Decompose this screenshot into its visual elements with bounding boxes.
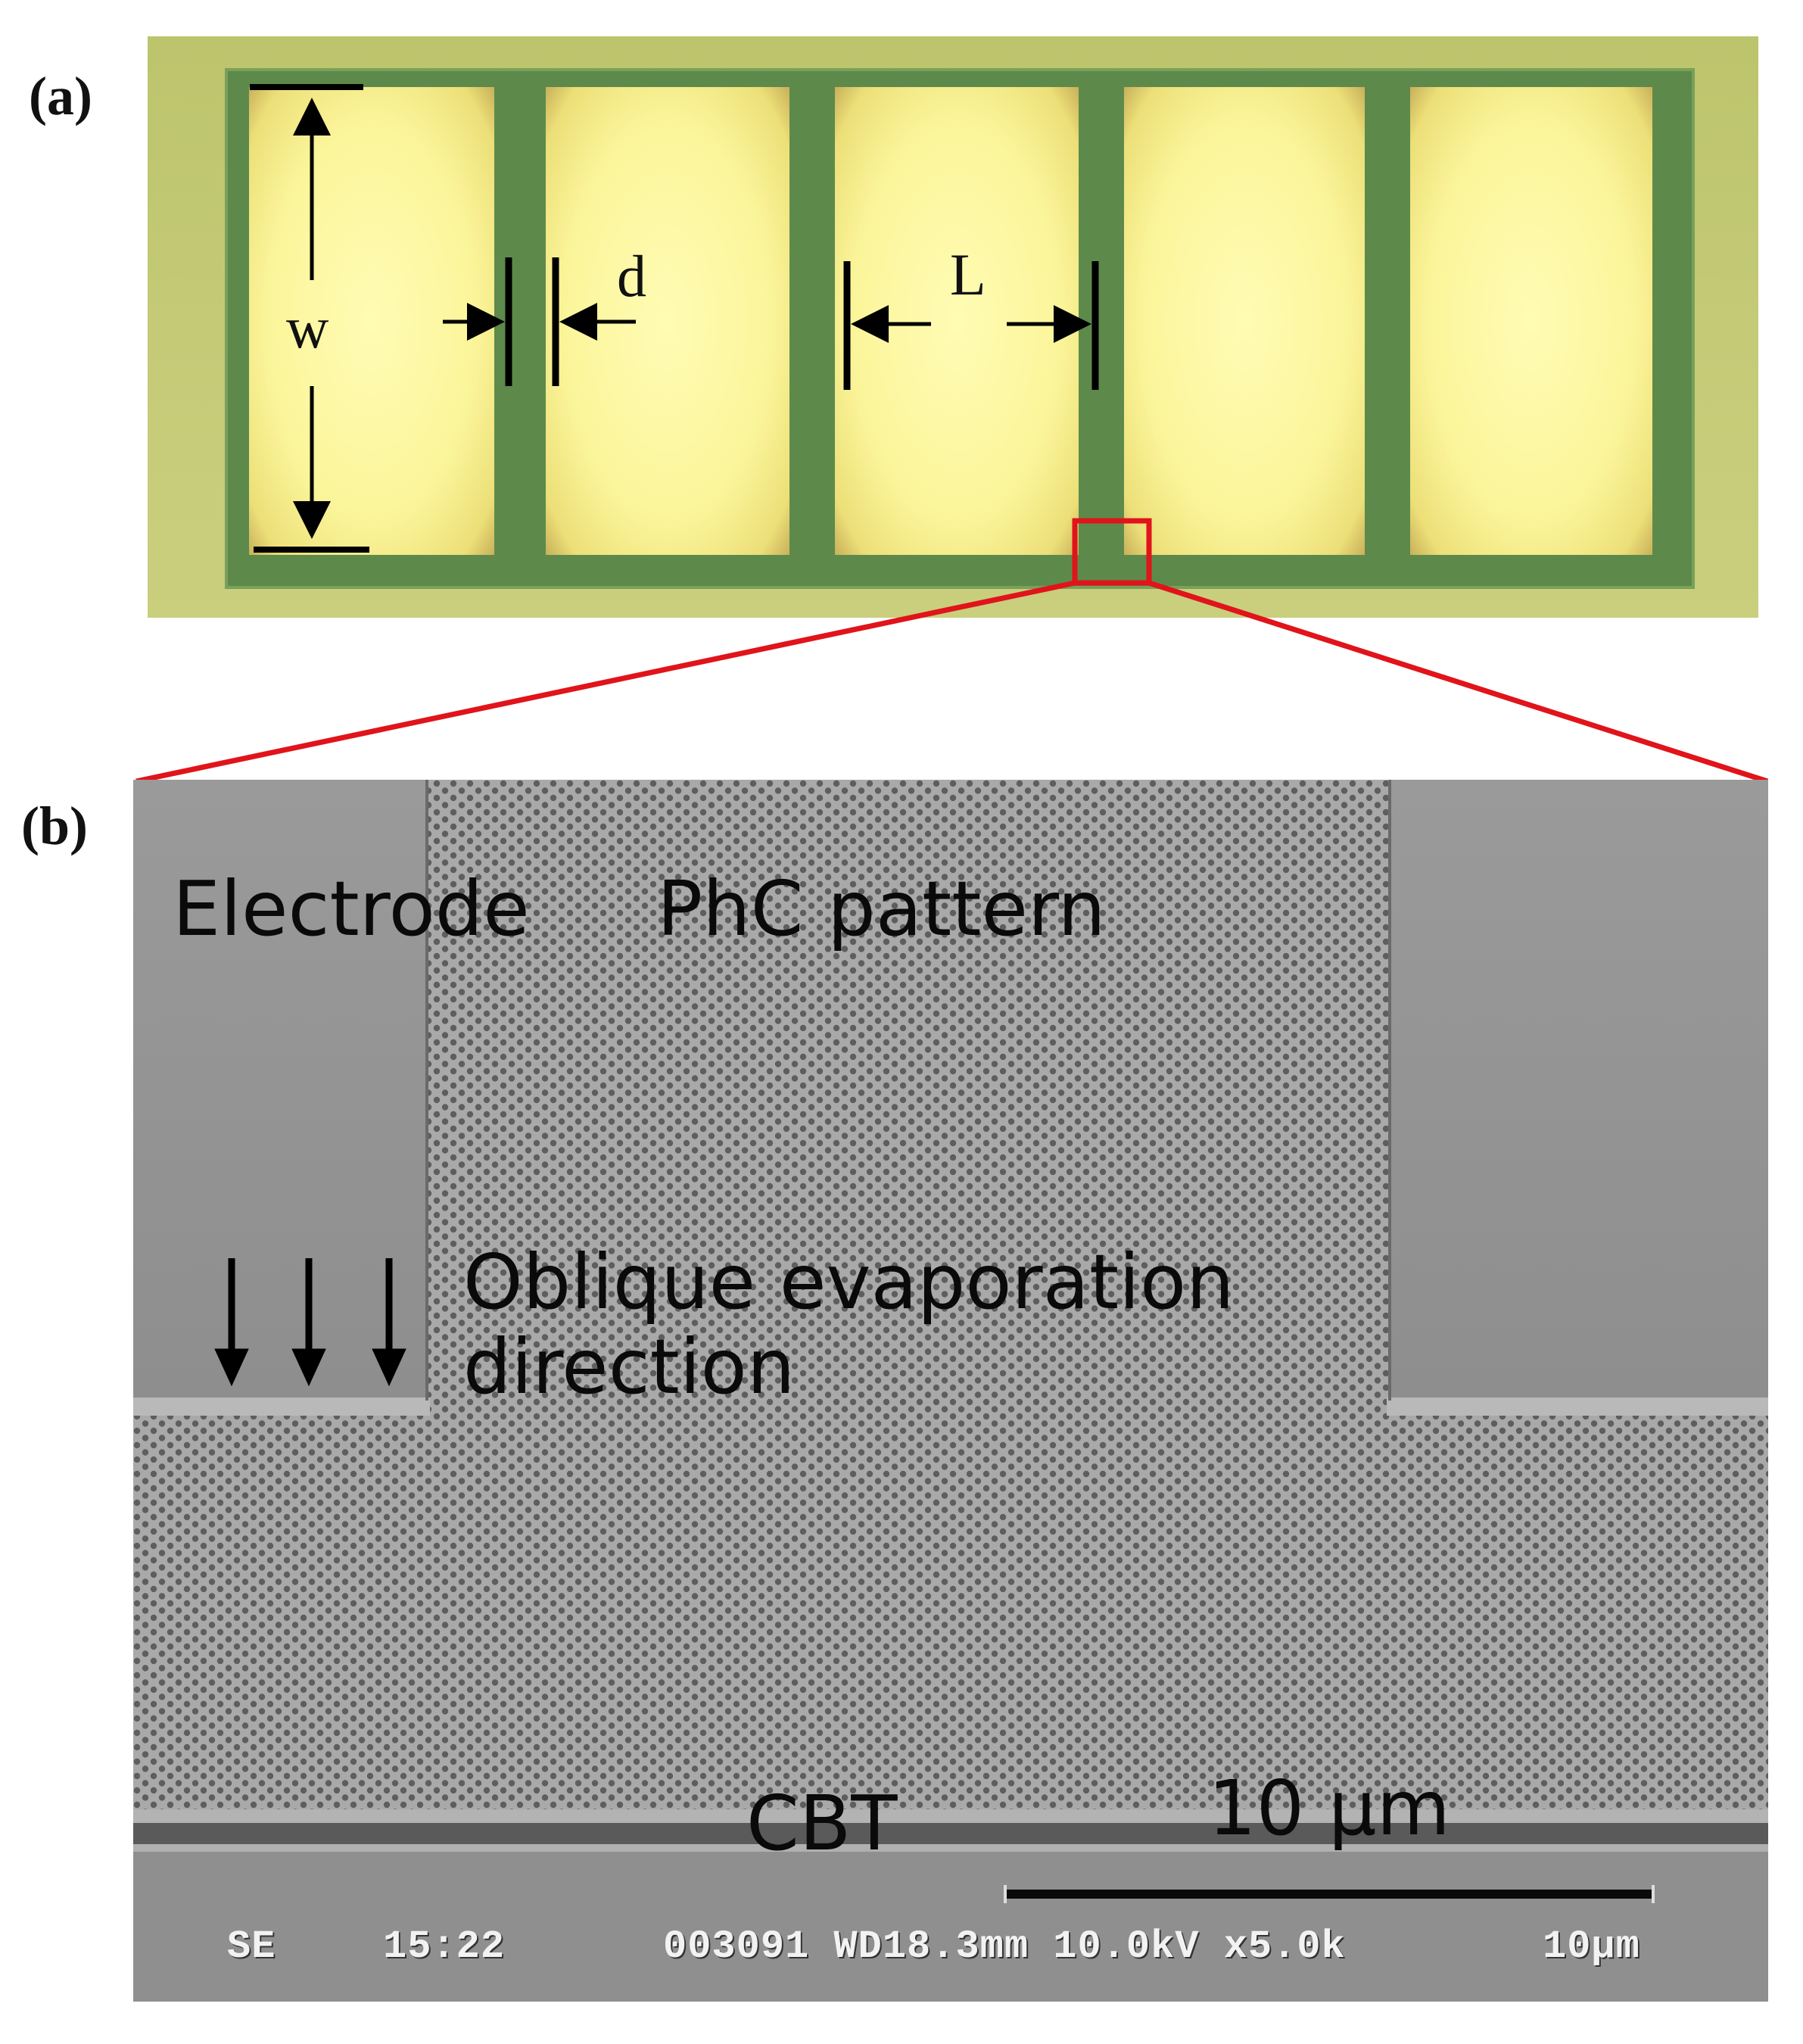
oblique-evaporation-label: Oblique evaporation direction [463, 1240, 1235, 1410]
sem-image-graphics [133, 780, 1768, 2002]
zoom-line-left [135, 580, 1076, 784]
w-label: w [286, 294, 329, 360]
zoom-highlight-box [1072, 518, 1152, 586]
dimension-annotations [135, 84, 1769, 784]
scale-bar [1004, 1890, 1655, 1899]
left-electrode [133, 780, 427, 1401]
panel-b-label: (b) [21, 796, 88, 856]
electrode-label: Electrode [173, 865, 530, 953]
sem-micrograph: Electrode PhC pattern Oblique evaporatio… [133, 780, 1768, 2002]
info-time: 15:22 [383, 1924, 506, 1969]
electrode-pad-4 [1124, 87, 1365, 555]
right-electrode [1390, 780, 1768, 1401]
d-label: d [617, 243, 646, 309]
L-label: L [950, 241, 986, 307]
scale-bar-label: 10 µm [1208, 1764, 1451, 1852]
w-dimension [250, 84, 369, 553]
electrode-pad-5 [1410, 87, 1652, 555]
phc-pattern-label: PhC pattern [657, 865, 1106, 953]
info-params: 003091 WD18.3mm 10.0kV x5.0k [663, 1924, 1346, 1969]
info-mode: SE [227, 1924, 276, 1969]
d-dimension [443, 257, 636, 386]
oblique-label-line2: direction [463, 1323, 796, 1411]
zoom-line-right [1148, 580, 1769, 784]
evaporation-arrows [214, 1258, 406, 1387]
cbt-strip [133, 1823, 1768, 1844]
oblique-label-line1: Oblique evaporation [463, 1238, 1235, 1326]
cbt-label: CBT [746, 1779, 898, 1868]
L-dimension [843, 261, 1099, 390]
panel-a-label: (a) [29, 66, 92, 126]
info-scale: 10µm [1543, 1924, 1640, 1969]
